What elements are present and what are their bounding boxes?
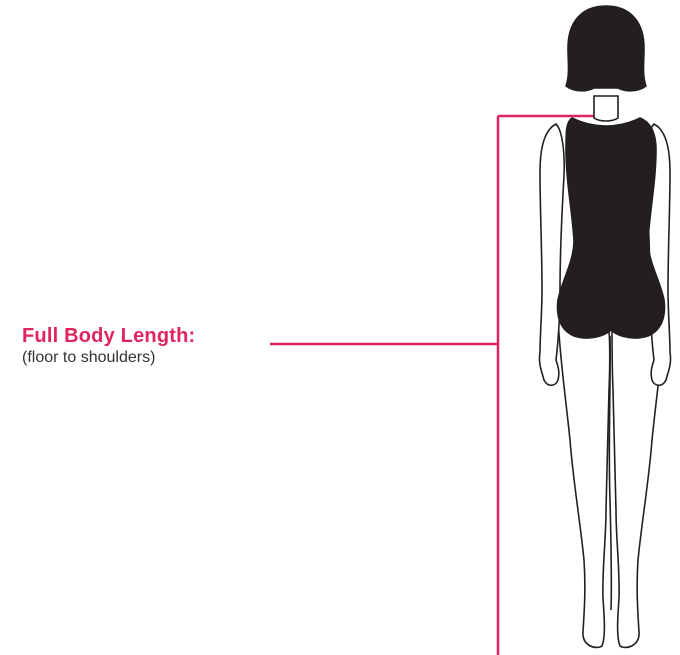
leg-gap-line bbox=[609, 336, 611, 610]
measurement-title: Full Body Length: bbox=[22, 325, 195, 347]
neck bbox=[594, 96, 618, 121]
hair-head bbox=[566, 6, 646, 91]
measurement-label: Full Body Length: (floor to shoulders) bbox=[22, 325, 195, 367]
measurement-subtitle: (floor to shoulders) bbox=[22, 349, 195, 367]
left-leg bbox=[558, 318, 610, 647]
body-figure-icon bbox=[539, 6, 670, 647]
torso-leotard bbox=[558, 118, 665, 338]
legs bbox=[558, 318, 664, 647]
